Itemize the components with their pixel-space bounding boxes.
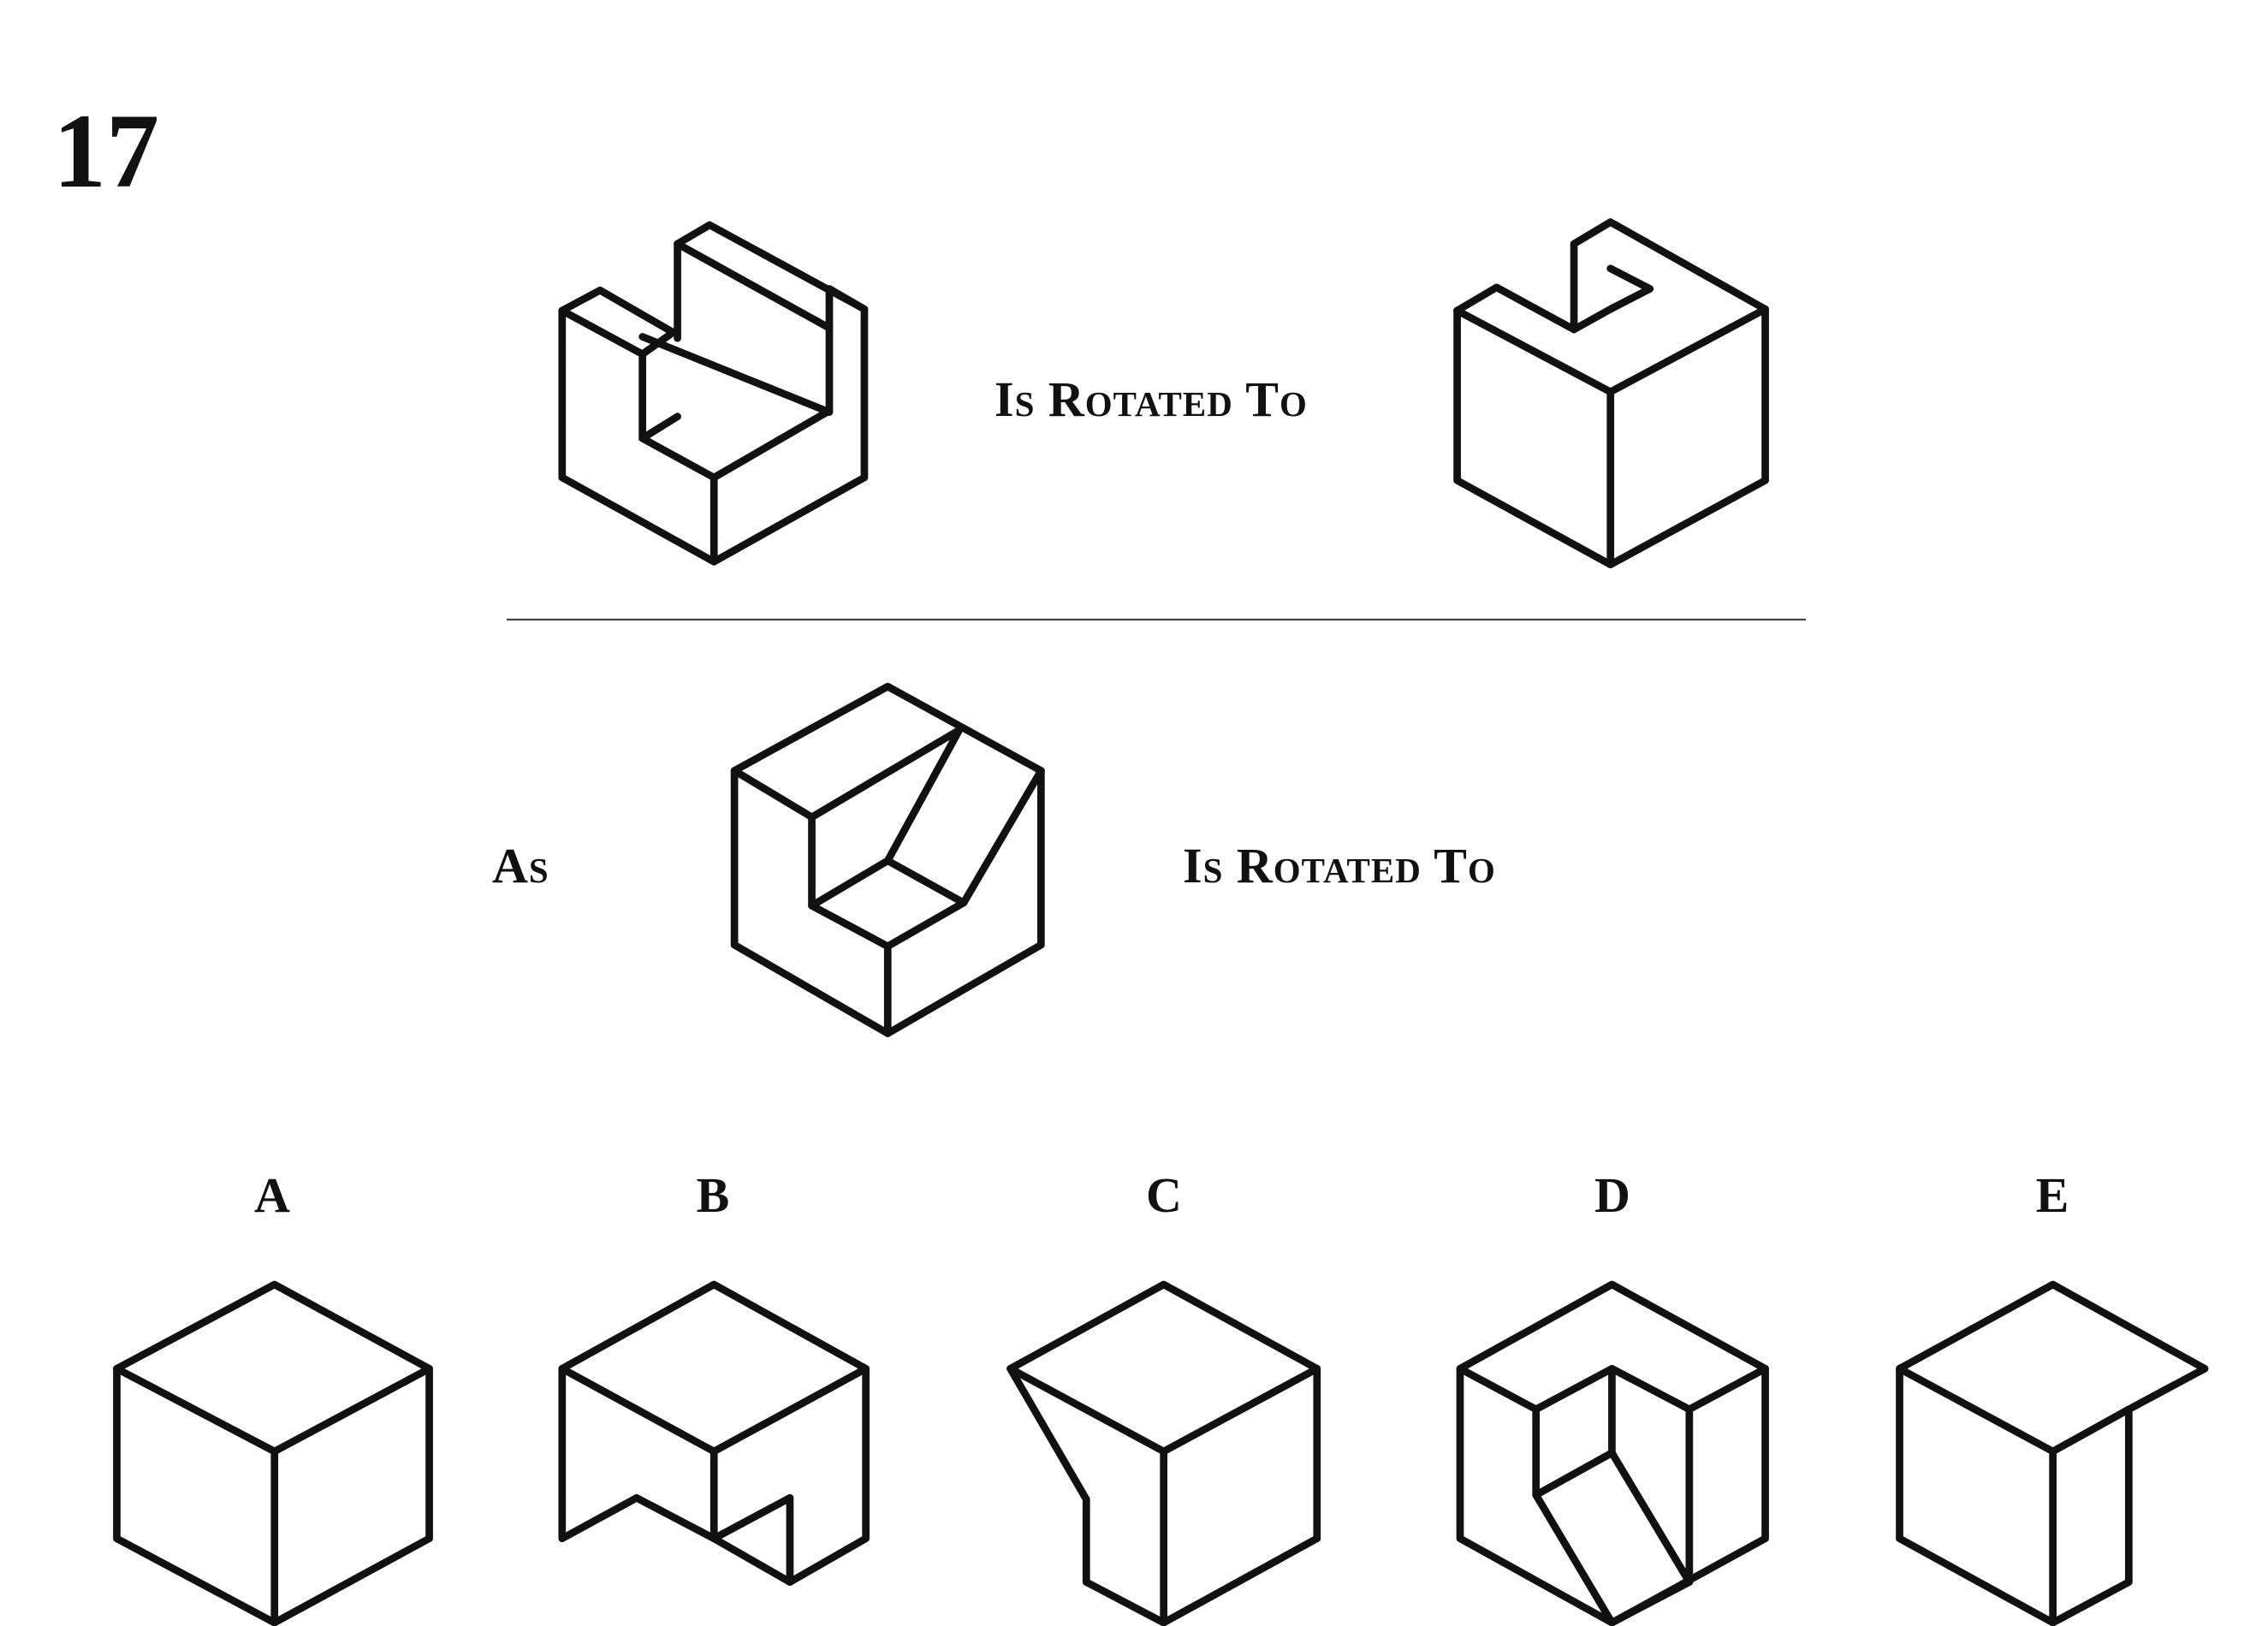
question-number: 17: [53, 92, 159, 210]
option-b-shape[interactable]: [558, 1280, 870, 1586]
problem-source-shape: [730, 682, 1045, 1037]
example-result-shape: [1453, 218, 1769, 569]
example-source-shape: [558, 221, 869, 566]
option-label-e: E: [2036, 1167, 2069, 1223]
problem-rotation-phrase: Is Rotated To: [1183, 838, 1496, 893]
option-label-d: D: [1594, 1167, 1630, 1223]
option-e-shape[interactable]: [1896, 1280, 2209, 1626]
option-label-c: C: [1146, 1167, 1182, 1223]
option-label-a: A: [254, 1167, 290, 1223]
option-c-shape[interactable]: [1006, 1280, 1321, 1626]
option-label-b: B: [697, 1167, 730, 1223]
problem-prefix: As: [492, 838, 549, 893]
example-rotation-phrase: Is Rotated To: [994, 371, 1308, 427]
option-d-shape[interactable]: [1456, 1280, 1769, 1626]
option-a-shape[interactable]: [113, 1280, 433, 1626]
